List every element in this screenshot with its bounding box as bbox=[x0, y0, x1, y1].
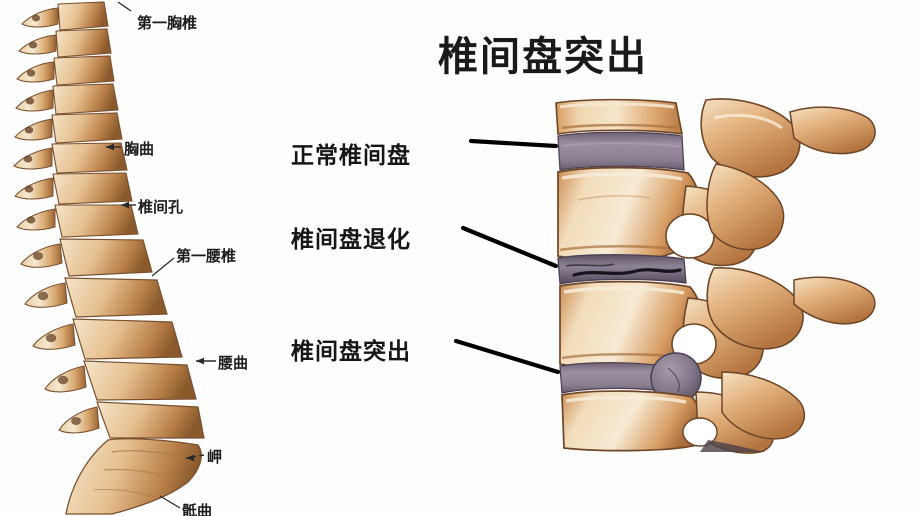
spine-label-first-lumbar-vertebra: 第一腰椎 bbox=[176, 248, 237, 265]
canal-opening bbox=[682, 417, 718, 447]
disc-fissure bbox=[572, 268, 682, 277]
vertebral-body-4 bbox=[561, 390, 705, 452]
spine-label-promontory: 岬 bbox=[207, 449, 223, 466]
pedicle-4 bbox=[695, 391, 775, 454]
lumbar-segment-detail-illustration bbox=[555, 98, 876, 454]
leader-t1 bbox=[117, 1, 132, 12]
spine-label-first-thoracic-vertebra: 第一胸椎 bbox=[137, 15, 198, 32]
leader-promontory bbox=[185, 454, 205, 459]
vertebral-body-2 bbox=[557, 166, 702, 262]
intervertebral-foramen-2 bbox=[671, 323, 717, 365]
lumbar-vertebrae-group bbox=[20, 238, 205, 439]
leader-sacrum bbox=[159, 495, 181, 509]
inferior-articular-process bbox=[721, 371, 805, 440]
stage-label-herniated-disc: 椎间盘突出 bbox=[291, 338, 411, 364]
leader-degenerated-disc bbox=[460, 225, 559, 269]
thoracic-vertebrae-group bbox=[13, 1, 139, 238]
disc-degenerated-graphic bbox=[557, 254, 687, 285]
vertebral-body-3 bbox=[559, 280, 703, 370]
spine-label-sacral-curve: 骶曲 bbox=[182, 503, 213, 516]
pedicle-3 bbox=[682, 297, 764, 380]
herniation-bulge bbox=[650, 352, 702, 404]
leader-l1 bbox=[151, 257, 175, 277]
page-title: 椎间盘突出 bbox=[438, 35, 648, 79]
superior-articular-process-1 bbox=[700, 98, 801, 178]
spinous-process-2 bbox=[793, 276, 876, 325]
vertebral-body-1 bbox=[555, 98, 683, 135]
spinous-process-1 bbox=[789, 106, 876, 155]
spine-label-lumbar-curve: 腰曲 bbox=[218, 355, 249, 372]
spine-label-intervertebral-foramen: 椎间孔 bbox=[138, 199, 184, 216]
leader-herniated-disc bbox=[453, 338, 561, 375]
disc-normal-graphic bbox=[557, 131, 685, 171]
leader-normal-disc bbox=[468, 138, 559, 149]
disc-herniated-graphic bbox=[559, 362, 671, 394]
sacrum-illustration bbox=[65, 438, 202, 515]
stage-leader-lines bbox=[453, 138, 561, 375]
spine-label-thoracic-curve: 胸曲 bbox=[124, 141, 155, 158]
lamina-1 bbox=[706, 163, 785, 251]
pedicle-2 bbox=[681, 185, 760, 267]
superior-articular-process-2 bbox=[706, 267, 804, 350]
stage-label-normal-disc: 正常椎间盘 bbox=[291, 142, 411, 168]
stage-label-degenerated-disc: 椎间盘退化 bbox=[291, 226, 411, 252]
intervertebral-foramen-1 bbox=[665, 213, 715, 259]
spine-leader-arrowheads bbox=[106, 143, 204, 462]
